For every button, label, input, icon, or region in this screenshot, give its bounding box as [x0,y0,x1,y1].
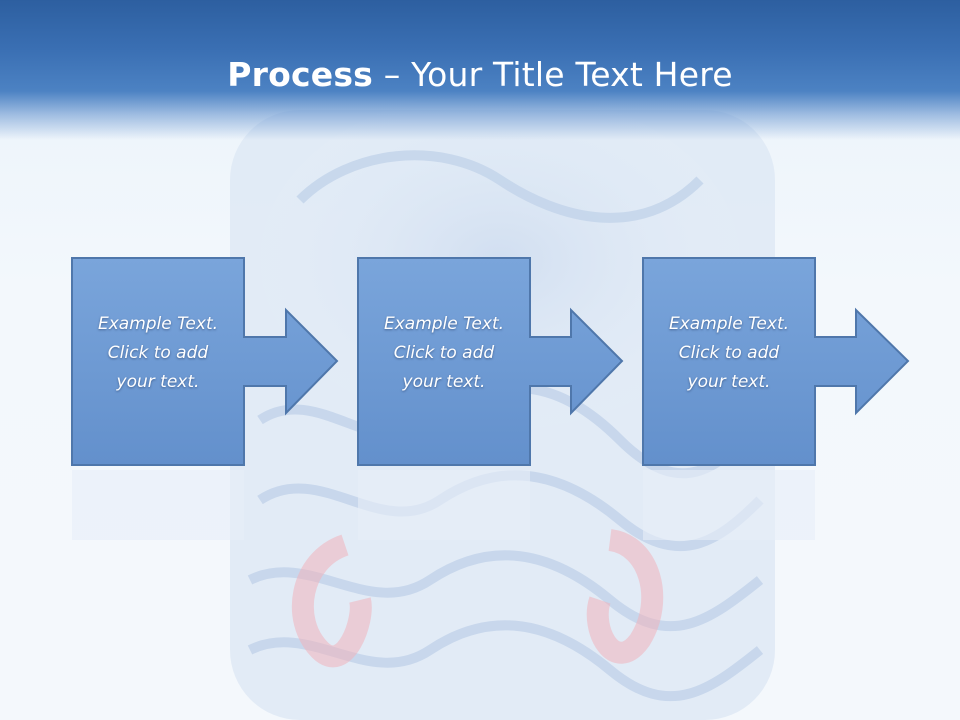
step-1-line-3: your text. [116,372,200,392]
title-strong: Process [227,55,374,94]
step-2-line-1: Example Text. [383,314,505,334]
process-step-1-shape[interactable] [71,257,339,466]
step-1-line-1: Example Text. [97,314,219,334]
slide-title[interactable]: Process – Your Title Text Here [0,54,960,96]
process-step-2-text[interactable]: Example Text. Click to add your text. [358,310,530,397]
step-1-line-2: Click to add [107,343,209,363]
step-2-line-3: your text. [402,372,486,392]
step-2-line-2: Click to add [393,343,495,363]
step-3-line-3: your text. [687,372,771,392]
process-step-3-text[interactable]: Example Text. Click to add your text. [643,310,815,397]
step-3-line-2: Click to add [678,343,780,363]
header-band [0,0,960,140]
process-step-3-shape[interactable] [642,257,910,466]
process-step-1-text[interactable]: Example Text. Click to add your text. [72,310,244,397]
step-3-line-1: Example Text. [668,314,790,334]
title-rest: – Your Title Text Here [373,55,733,94]
process-step-2-shape[interactable] [357,257,624,466]
